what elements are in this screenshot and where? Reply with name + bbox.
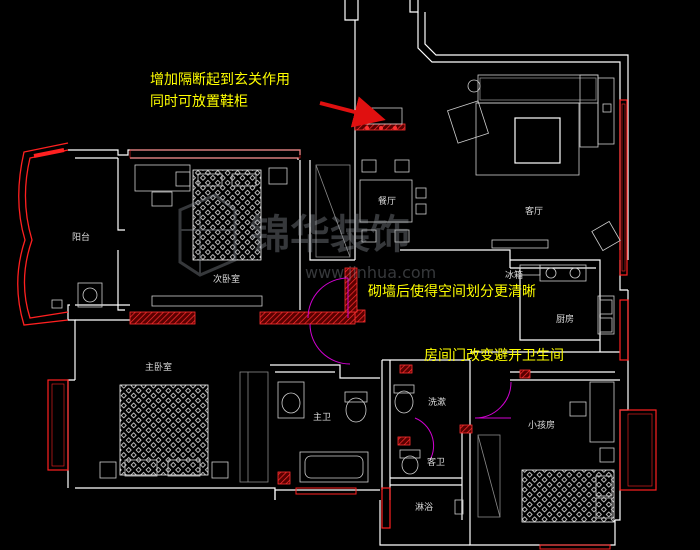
note-wall-division: 砌墙后使得空间划分更清晰 xyxy=(368,283,536,300)
balcony-outline xyxy=(17,142,69,326)
room-label-master-bedroom: 主卧室 xyxy=(145,361,172,373)
room-label-balcony: 阳台 xyxy=(72,231,90,243)
note-door-relocation: 房间门改变避开卫生间 xyxy=(424,348,564,364)
living-room-furniture xyxy=(447,74,621,252)
room-label-shower: 淋浴 xyxy=(415,501,433,513)
watermark-url: www.jinhua.com xyxy=(305,263,436,282)
small-bedroom-furniture xyxy=(521,381,615,523)
master-bath-fixtures xyxy=(277,381,369,485)
note-partition-line1: 增加隔断起到玄关作用 xyxy=(150,71,290,88)
windows xyxy=(47,99,657,550)
room-label-small-bedroom: 小孩房 xyxy=(528,419,555,431)
room-label-kitchen: 厨房 xyxy=(556,313,574,325)
kitchen-fixtures xyxy=(519,264,615,335)
watermark-brand: 锦华装饰 xyxy=(250,212,410,258)
door-swings xyxy=(307,277,512,461)
master-bedroom-furniture xyxy=(99,371,269,483)
shoe-cabinet xyxy=(359,107,403,130)
room-label-fridge: 冰箱 xyxy=(505,269,523,281)
room-label-living: 客厅 xyxy=(525,205,543,217)
dining-set xyxy=(359,159,427,243)
room-label-laundry: 洗漱 xyxy=(428,396,446,408)
room-label-second-bedroom: 次卧室 xyxy=(213,273,240,285)
room-label-dining: 餐厅 xyxy=(378,195,396,207)
note-partition-line2: 同时可放置鞋柜 xyxy=(150,94,248,110)
room-label-guest-bath: 客卫 xyxy=(427,456,445,468)
watermark-logo xyxy=(178,193,237,277)
second-bedroom-furniture xyxy=(134,164,351,307)
balcony-washer xyxy=(51,282,103,309)
annotation-arrow xyxy=(319,96,386,128)
room-label-master-bath: 主卫 xyxy=(313,411,331,423)
center-bath-fixtures xyxy=(393,384,501,518)
